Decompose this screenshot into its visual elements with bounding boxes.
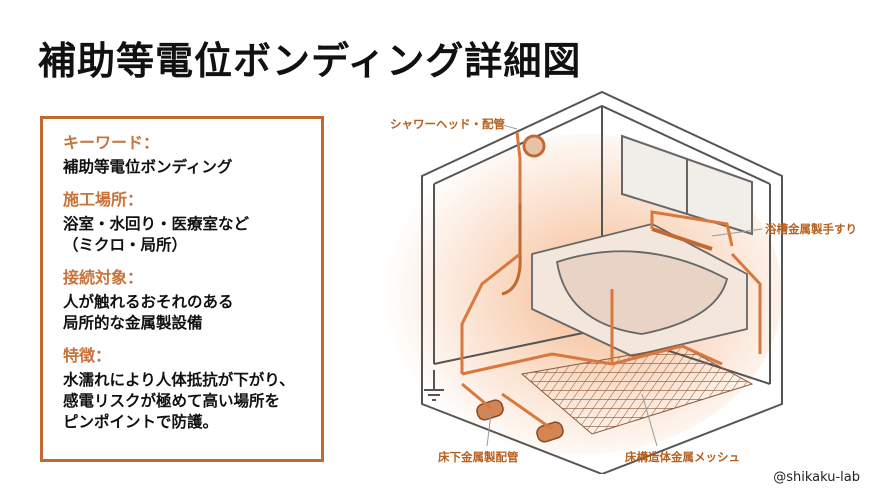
watermark: @shikaku-lab <box>773 470 860 485</box>
target-text: 人が触れるおそれのある 局所的な金属製設備 <box>63 293 234 332</box>
feature-text: 水濡れにより人体抵抗が下がり、 感電リスクが極めて高い場所を ピンポイントで防護… <box>63 371 295 431</box>
site-text: 浴室・水回り・医療室など （ミクロ・局所） <box>63 215 250 254</box>
ground-symbol <box>424 370 444 401</box>
site-heading: 施工場所： <box>63 190 144 209</box>
bathroom-diagram <box>382 90 783 474</box>
callout-mesh: 床構造体金属メッシュ <box>625 450 740 464</box>
callout-floor-pipe: 床下金属製配管 <box>438 450 519 464</box>
callout-leaders <box>486 121 763 447</box>
keyword-text: 補助等電位ボンディング <box>63 158 233 176</box>
handrail <box>651 227 713 251</box>
shower-fixture <box>501 134 546 296</box>
callout-shower: シャワーヘッド・配管 <box>390 117 505 131</box>
target-heading: 接続対象： <box>63 268 144 287</box>
page-title: 補助等電位ボンディング詳細図 <box>38 39 582 83</box>
keyword-heading: キーワード： <box>63 133 160 152</box>
bonding-lines <box>460 131 762 431</box>
info-panel: キーワード： 補助等電位ボンディング 施工場所： 浴室・水回り・医療室など （ミ… <box>40 116 324 462</box>
floor-mesh <box>520 345 754 435</box>
feature-heading: 特徴： <box>63 346 112 365</box>
floor-pipes <box>476 399 564 443</box>
callout-handrail: 浴槽金属製手すり <box>765 222 857 236</box>
window <box>621 134 753 236</box>
